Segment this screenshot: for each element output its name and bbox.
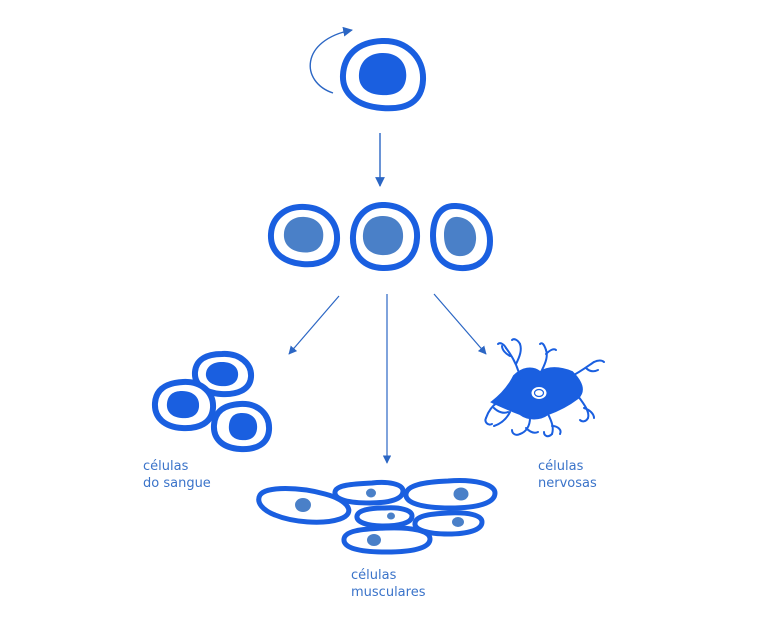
self-renewal-arrow-icon bbox=[309, 26, 353, 94]
blood-cell-icon bbox=[210, 400, 273, 453]
label-nerve-line1: células bbox=[538, 459, 584, 474]
label-blood-line1: células bbox=[143, 459, 189, 474]
label-muscle-line1: células bbox=[351, 568, 397, 583]
arrow-to-nerve-cells bbox=[433, 293, 487, 355]
blood-cell-icon bbox=[151, 378, 217, 432]
muscle-cell-icon bbox=[341, 525, 433, 555]
label-muscle-line2: musculares bbox=[351, 585, 426, 600]
progenitor-cell-icon bbox=[429, 203, 494, 272]
label-blood-line2: do sangue bbox=[143, 476, 211, 491]
muscle-cell-icon bbox=[412, 510, 485, 537]
muscle-cell-icon bbox=[403, 478, 498, 511]
muscle-cell-icon bbox=[256, 486, 352, 525]
progenitor-cell-icon bbox=[349, 202, 421, 272]
label-muscle-cells: células musculares bbox=[351, 567, 425, 601]
muscle-cell-icon bbox=[332, 479, 406, 506]
blood-cell-icon bbox=[191, 350, 254, 398]
progenitor-cell-icon bbox=[267, 203, 341, 268]
label-nerve-line2: nervosas bbox=[538, 476, 597, 491]
arrow-to-blood-cells bbox=[288, 295, 340, 355]
label-nerve-cells: células nervosas bbox=[538, 458, 597, 492]
neuron-icon bbox=[484, 338, 605, 438]
label-blood-cells: células do sangue bbox=[143, 458, 211, 492]
muscle-cell-icon bbox=[354, 505, 415, 529]
stem-cell-icon bbox=[340, 37, 426, 112]
